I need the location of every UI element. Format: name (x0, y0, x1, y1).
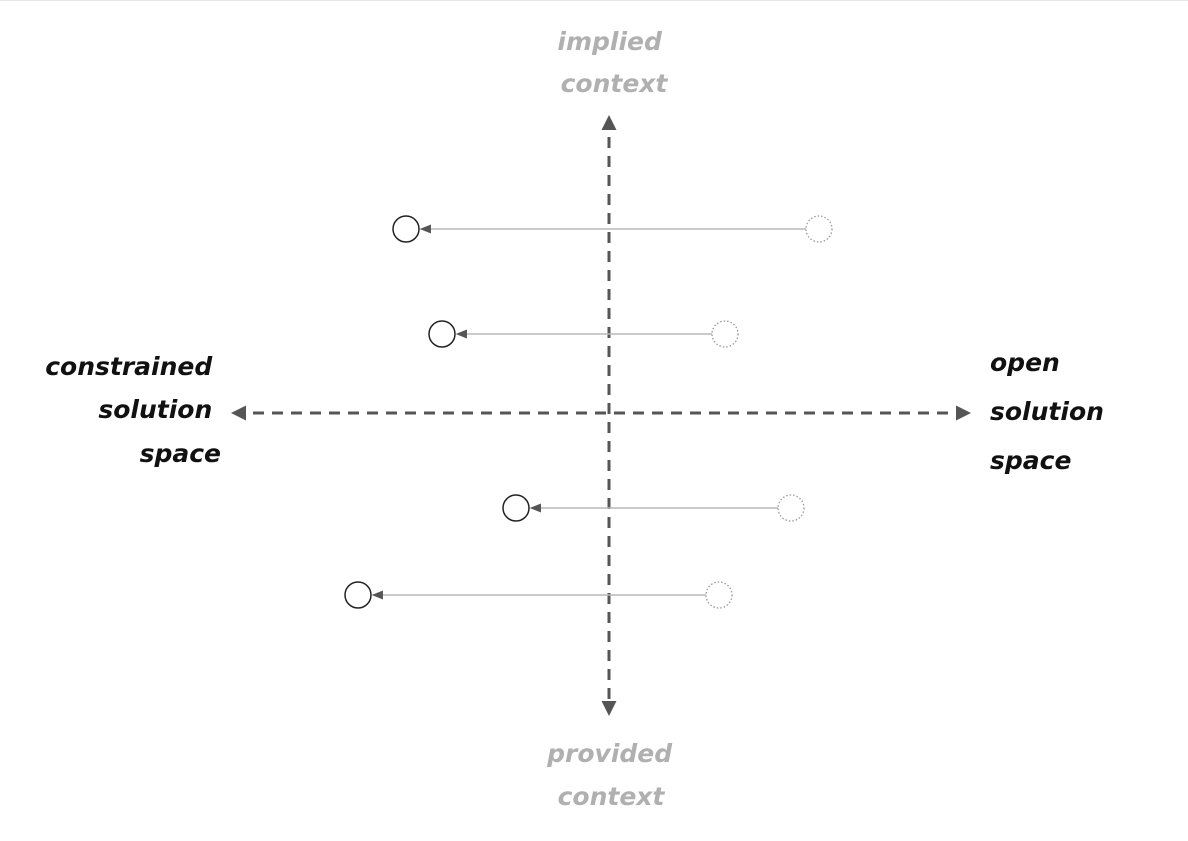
shift-arrow (392, 215, 833, 243)
origin-circle (805, 215, 833, 243)
right-axis-label-line: space (990, 446, 1071, 475)
shift-arrow (502, 494, 805, 522)
origin-circle (777, 494, 805, 522)
bottom-axis-label-line: context (558, 782, 666, 811)
bottom-axis-label: provided context (546, 739, 681, 811)
top-axis-label-line: context (561, 69, 669, 98)
right-axis-label-line: open (990, 348, 1060, 377)
left-axis-label: constrained solution space (45, 352, 221, 468)
origin-circle (711, 320, 739, 348)
right-axis-label: open solution space (990, 348, 1113, 475)
shift-arrow (344, 581, 733, 609)
top-axis-label: implied context (557, 27, 670, 98)
bottom-axis-label-line: provided (546, 739, 673, 768)
target-circle (344, 581, 372, 609)
target-circle (392, 215, 420, 243)
target-circle (428, 320, 456, 348)
left-axis-label-line: space (140, 439, 221, 468)
top-axis-label-line: implied (557, 27, 663, 56)
shift-arrow (428, 320, 739, 348)
origin-circle (705, 581, 733, 609)
target-circle (502, 494, 530, 522)
right-axis-label-line: solution (990, 397, 1104, 426)
left-axis-label-line: constrained (45, 352, 213, 381)
left-axis-label-line: solution (98, 395, 212, 424)
